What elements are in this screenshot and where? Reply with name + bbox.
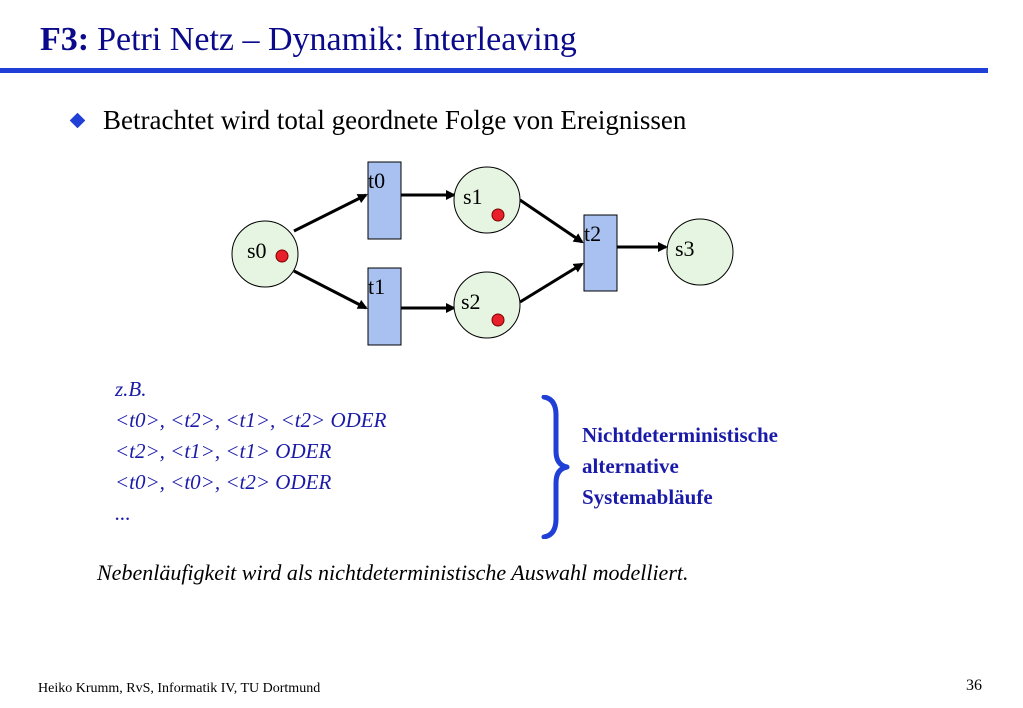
example-sequence-1: <t0>, <t2>, <t1>, <t2> ODER bbox=[115, 408, 387, 432]
place-s1-label: s1 bbox=[463, 184, 483, 209]
place-s3-label: s3 bbox=[675, 236, 695, 261]
example-intro: z.B. bbox=[115, 377, 147, 401]
bullet-text: Betrachtet wird total geordnete Folge vo… bbox=[103, 105, 687, 135]
example-block: z.B. <t0>, <t2>, <t1>, <t2> ODER <t2>, <… bbox=[115, 374, 386, 529]
title-rule bbox=[0, 68, 988, 73]
transition-t2: t2 bbox=[583, 214, 618, 292]
slide-title: F3:Petri Netz – Dynamik: Interleaving bbox=[40, 20, 577, 60]
arc-s2-t2 bbox=[519, 262, 584, 304]
place-s2: s2 bbox=[453, 271, 521, 339]
place-s1: s1 bbox=[453, 166, 521, 234]
note-line-1: Nichtdeterministische bbox=[582, 423, 778, 447]
place-s3: s3 bbox=[666, 218, 734, 286]
arc-s1-t2 bbox=[519, 198, 584, 244]
transition-t0-label: t0 bbox=[368, 168, 385, 193]
token bbox=[275, 249, 289, 263]
transition-t1: t1 bbox=[367, 267, 402, 346]
token bbox=[491, 208, 505, 222]
note-line-3: Systemabläufe bbox=[582, 485, 713, 509]
transition-t0: t0 bbox=[367, 161, 402, 240]
slide-title-text: Petri Netz – Dynamik: Interleaving bbox=[97, 21, 577, 58]
conclusion-text: Nebenläufigkeit wird als nichtdeterminis… bbox=[97, 560, 689, 585]
page-number: 36 bbox=[966, 677, 982, 694]
note-block: Nichtdeterministische alternative System… bbox=[582, 420, 778, 513]
example-sequence-3: <t0>, <t0>, <t2> ODER bbox=[115, 470, 332, 494]
arc-s0-t0 bbox=[293, 193, 368, 233]
footer-author: Heiko Krumm, RvS, Informatik IV, TU Dort… bbox=[38, 681, 321, 696]
transition-t1-label: t1 bbox=[368, 274, 385, 299]
arc-s0-t1 bbox=[293, 269, 368, 310]
place-s2-label: s2 bbox=[461, 289, 481, 314]
example-ellipsis: ... bbox=[115, 501, 131, 525]
place-s0-label: s0 bbox=[247, 238, 267, 263]
note-line-2: alternative bbox=[582, 454, 679, 478]
transition-t2-label: t2 bbox=[584, 221, 601, 246]
token bbox=[491, 313, 505, 327]
bullet-item: Betrachtet wird total geordnete Folge vo… bbox=[69, 100, 687, 140]
slide-title-prefix: F3: bbox=[40, 21, 90, 58]
example-sequence-2: <t2>, <t1>, <t1> ODER bbox=[115, 439, 332, 463]
place-s0: s0 bbox=[231, 220, 299, 288]
curly-brace-icon bbox=[541, 395, 570, 539]
